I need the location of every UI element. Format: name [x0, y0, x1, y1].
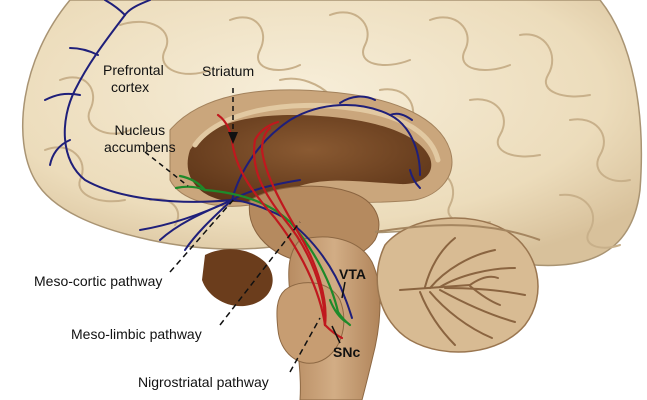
nigrostriatal-leader: [289, 317, 321, 373]
pons: [276, 282, 345, 364]
mesocortic-pathway-label: Meso-cortic pathway: [34, 273, 163, 289]
third-ventricle: [202, 249, 273, 307]
mesolimbic-leader: [219, 221, 301, 326]
arbor-vitae: [399, 237, 526, 346]
snc-leader: [331, 325, 341, 344]
nigrostriatal-pathway-label: Nigrostriatal pathway: [138, 374, 269, 390]
nucleus-leader: [144, 151, 189, 187]
nucleus-accumbens-label: Nucleus accumbens: [104, 122, 176, 156]
label-leader-lines: [144, 88, 346, 373]
tentorium: [374, 224, 541, 241]
prefrontal-cortex-label: Prefrontal cortex: [103, 62, 164, 96]
mesocortic-leader: [169, 197, 236, 273]
striatum-label: Striatum: [202, 63, 255, 79]
mesolimbic-pathway-fibers: [174, 174, 352, 327]
nucleus-label-line1: Nucleus: [114, 122, 166, 138]
prefrontal-label-line2: cortex: [111, 79, 150, 95]
striatum-arrowhead: [228, 132, 238, 144]
vta-leader: [341, 281, 346, 299]
nigrostriatal-pathway-fibers: [216, 113, 344, 340]
mesolimbic-pathway-label: Meso-limbic pathway: [71, 326, 202, 342]
vta-label: VTA: [339, 266, 366, 282]
snc-label: SNc: [333, 344, 361, 360]
prefrontal-label-line1: Prefrontal: [103, 62, 164, 78]
nucleus-label-line2: accumbens: [104, 139, 176, 155]
ventricle-cavity: [187, 115, 432, 203]
